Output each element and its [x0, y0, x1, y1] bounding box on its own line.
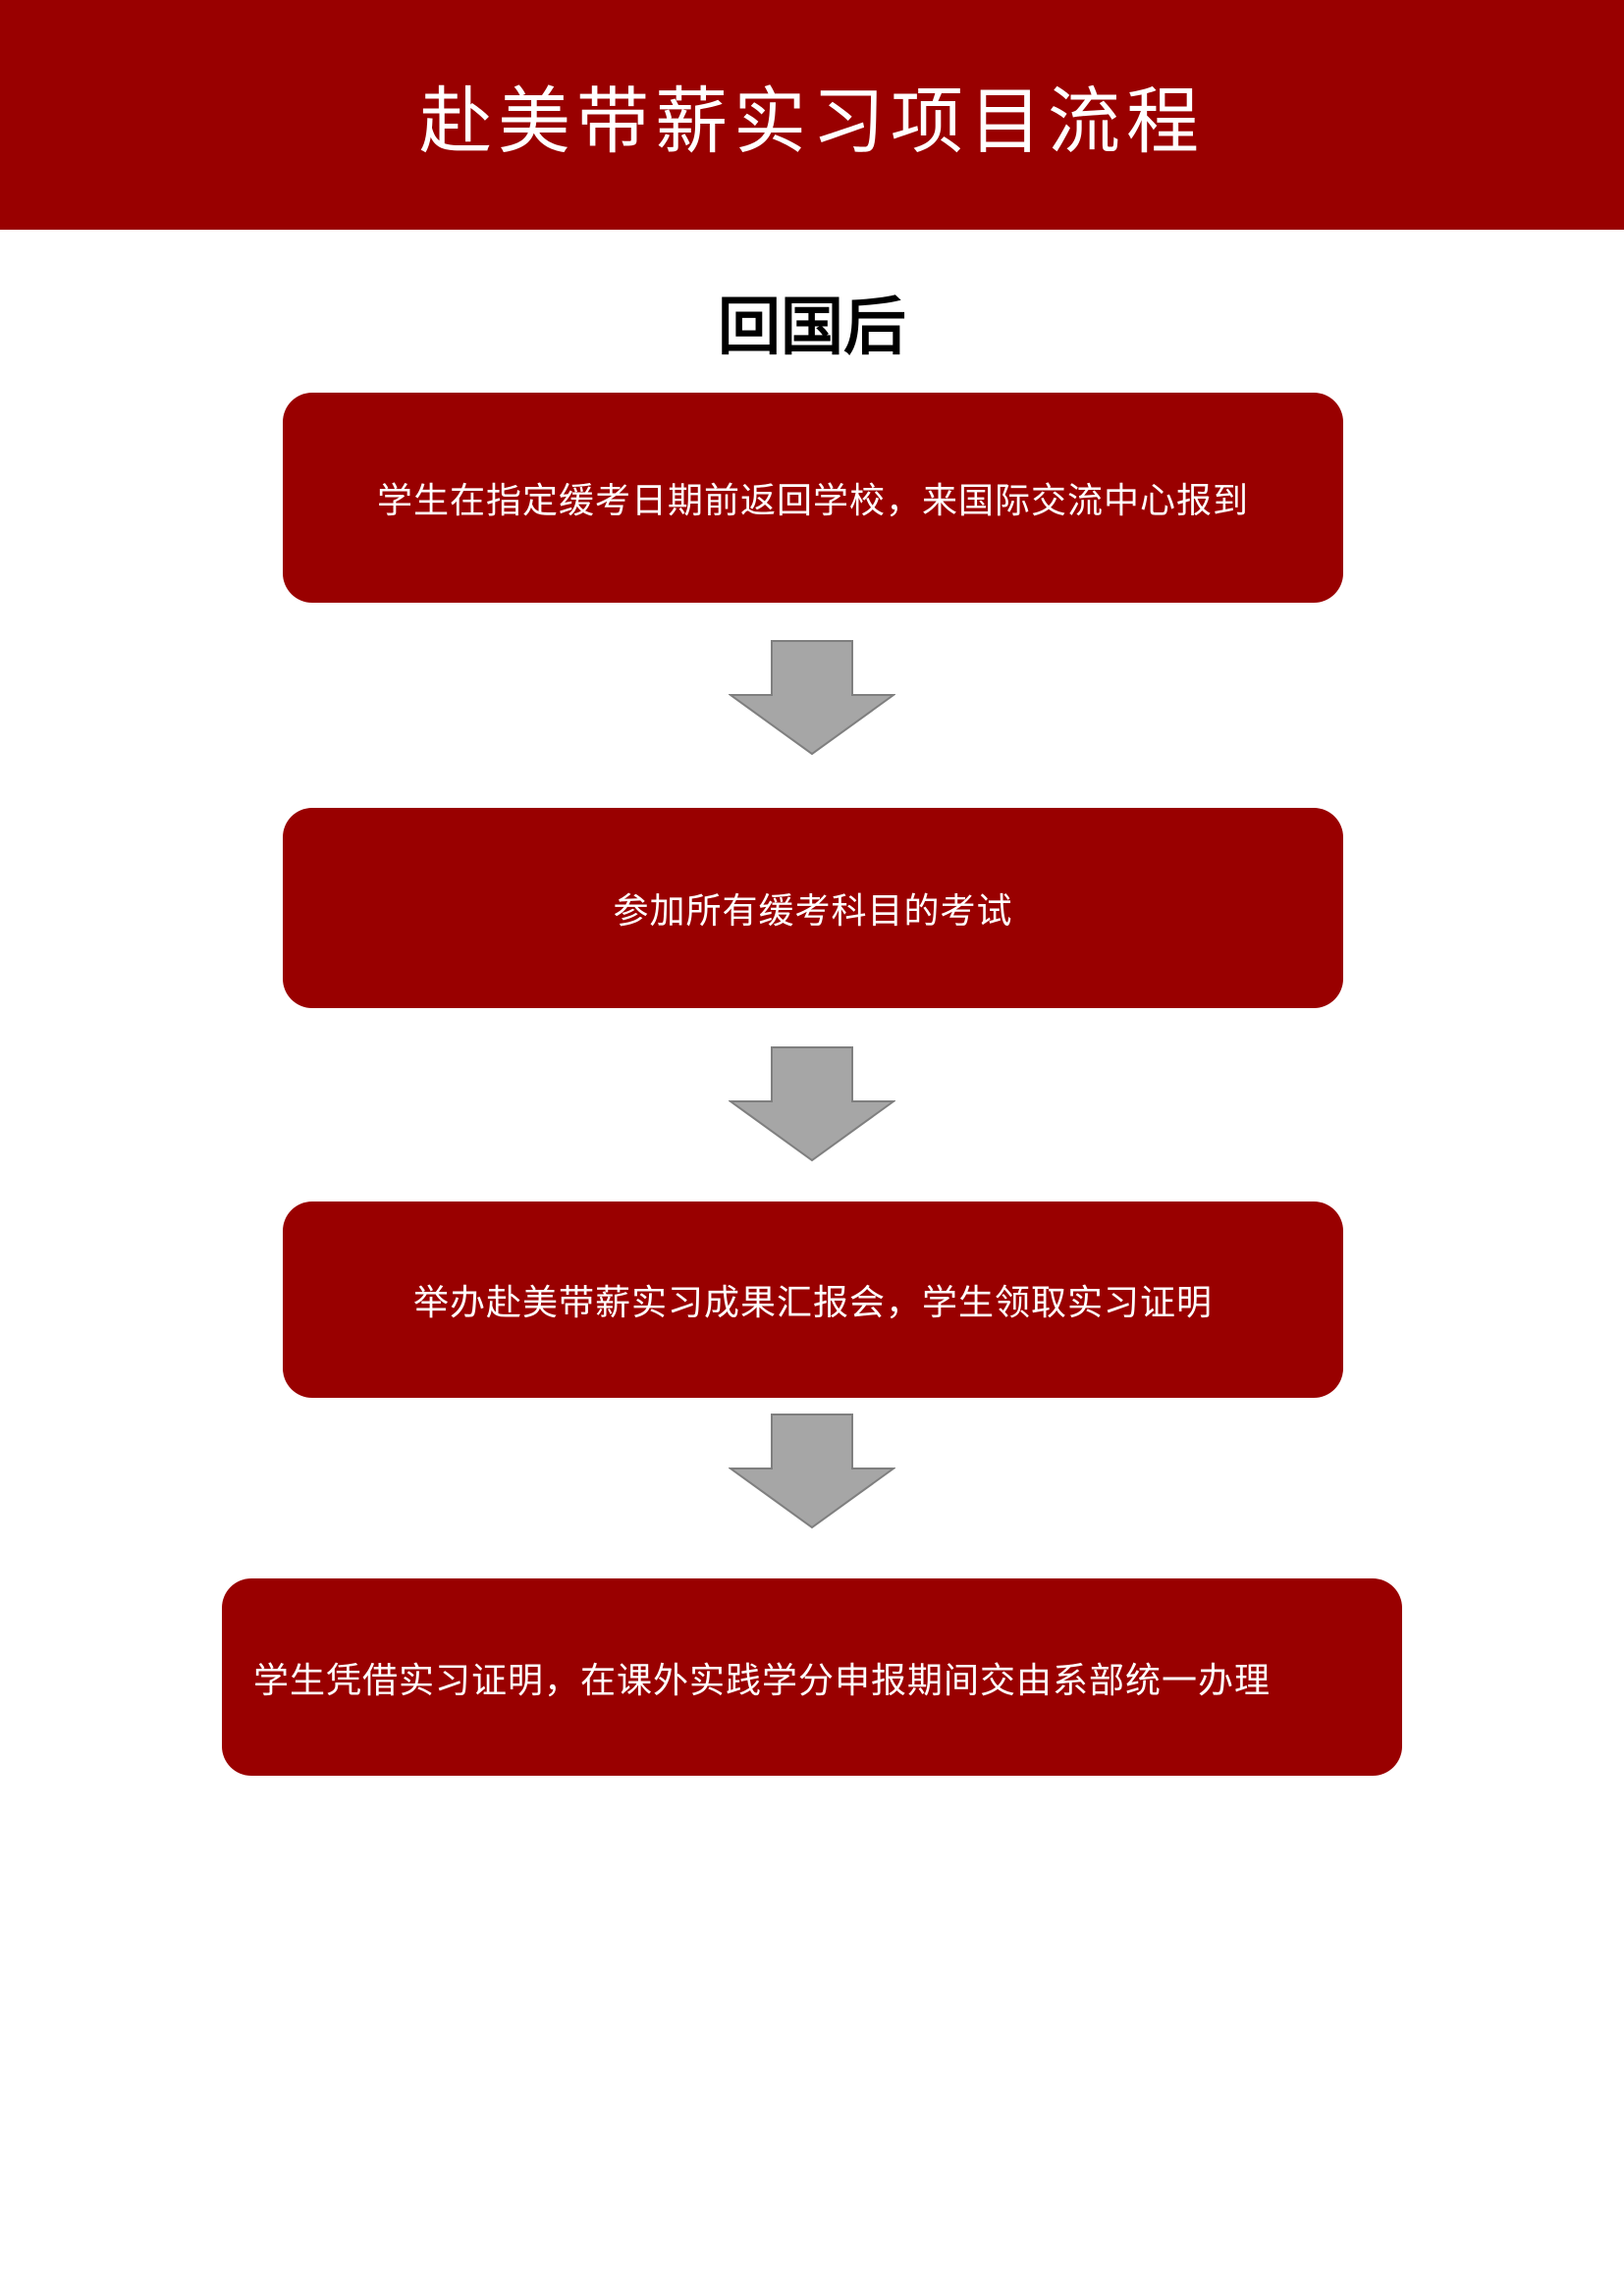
section-heading: 回国后 [718, 292, 906, 364]
flow-step-1-text: 学生在指定缓考日期前返回学校，来国际交流中心报到 [376, 481, 1249, 521]
flow-step-3: 举办赴美带薪实习成果汇报会，学生领取实习证明 [283, 1201, 1343, 1398]
down-arrow-icon [729, 640, 895, 756]
flow-step-2-text: 参加所有缓考科目的考试 [613, 891, 1013, 932]
flow-step-4-text: 学生凭借实习证明，在课外实践学分申报期间交由系部统一办理 [253, 1660, 1272, 1701]
down-arrow-icon [729, 1414, 895, 1529]
flow-step-3-text: 举办赴美带薪实习成果汇报会，学生领取实习证明 [412, 1283, 1213, 1323]
flow-step-1: 学生在指定缓考日期前返回学校，来国际交流中心报到 [283, 393, 1343, 603]
flow-step-2: 参加所有缓考科目的考试 [283, 808, 1343, 1008]
down-arrow-icon [729, 1046, 895, 1162]
flow-step-4: 学生凭借实习证明，在课外实践学分申报期间交由系部统一办理 [222, 1578, 1402, 1776]
page-title: 赴美带薪实习项目流程 [419, 79, 1205, 164]
header-banner: 赴美带薪实习项目流程 [0, 0, 1624, 230]
